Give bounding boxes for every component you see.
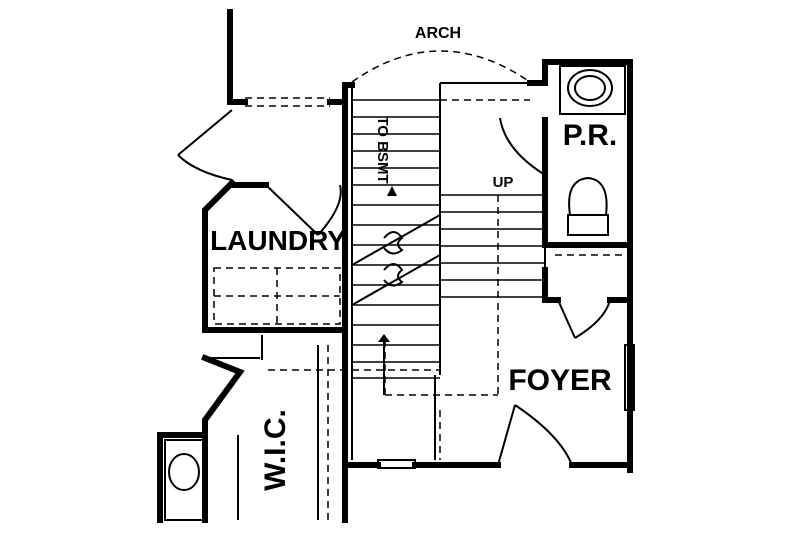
door-swing-laundry xyxy=(317,184,342,236)
arch-curve xyxy=(351,50,531,83)
door-leaf-laundry xyxy=(265,184,319,236)
label-to-bsmt: TO BSMT xyxy=(374,116,391,183)
label-laundry: LAUNDRY xyxy=(210,225,346,256)
doors xyxy=(177,109,611,466)
up-arrow-icon xyxy=(378,334,390,342)
pr-sink-bowl xyxy=(567,69,613,107)
walls xyxy=(157,9,633,523)
label-arch: ARCH xyxy=(415,25,461,42)
door-leaf-entry xyxy=(497,404,516,466)
bottom-sill xyxy=(377,459,416,469)
wall-closet-left xyxy=(542,267,561,303)
wall-pr-outer xyxy=(527,59,633,248)
foyer-window xyxy=(624,344,635,411)
door-leaf-upper xyxy=(177,109,233,156)
stair-break-lower xyxy=(351,254,441,306)
wall-laundry-left xyxy=(202,178,237,333)
door-swing-closet xyxy=(574,299,611,339)
door-swing-upper xyxy=(177,154,233,181)
stair-break-upper xyxy=(351,214,441,266)
label-pr: P.R. xyxy=(563,119,617,152)
stair-break-squiggle xyxy=(383,263,404,287)
door-swing-entry xyxy=(514,404,573,466)
label-foyer: FOYER xyxy=(508,364,612,397)
fixtures xyxy=(164,65,626,521)
pr-sink-inner xyxy=(574,75,606,101)
label-up: UP xyxy=(493,174,514,191)
pr-vanity xyxy=(559,65,626,115)
dashed-lines xyxy=(213,97,625,520)
toilet-bowl xyxy=(568,176,608,216)
stair-break-squiggle xyxy=(383,231,404,255)
label-wic: W.I.C. xyxy=(259,409,292,491)
down-arrow-icon xyxy=(387,186,397,196)
stairs xyxy=(351,99,545,395)
bath-vanity xyxy=(164,439,204,521)
bath-sink-bowl xyxy=(168,453,200,491)
labels: ARCH TO BSMT UP P.R. LAUNDRY FOYER W.I.C… xyxy=(210,25,617,491)
door-leaf-wic xyxy=(204,374,241,421)
toilet-tank xyxy=(567,214,609,236)
door-leaf-closet xyxy=(557,299,576,339)
door-swing-pr xyxy=(499,117,546,176)
